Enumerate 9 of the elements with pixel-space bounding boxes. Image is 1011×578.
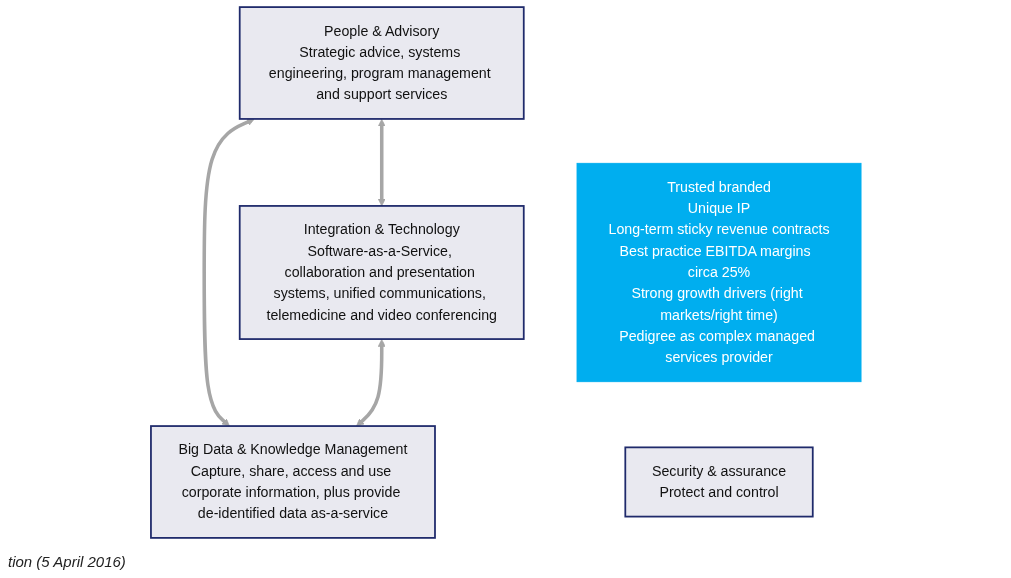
node-box: Big Data & Knowledge Management Capture, share, access and use corporate information, plus provide de-identified data as-a-service	[149, 425, 436, 539]
arrow	[377, 118, 386, 207]
caption: tion (5 April 2016)	[8, 553, 126, 570]
node-box: People & Advisory Strategic advice, systems engineering, program management and support services	[238, 6, 525, 120]
arrow	[201, 118, 255, 427]
node-box: Integration & Technology Software-as-a-Service, collaboration and presentation systems, unified communications, telemedicine and video conferencing	[238, 205, 525, 340]
node-box: Trusted branded Unique IP Long-term sticky revenue contracts Best practice EBITDA margins circa 25% Strong growth drivers (right markets/right time) Pedigree as complex managed services provider	[576, 162, 861, 383]
arrow	[355, 339, 386, 427]
node-box: Security & assurance Protect and control	[623, 446, 814, 518]
